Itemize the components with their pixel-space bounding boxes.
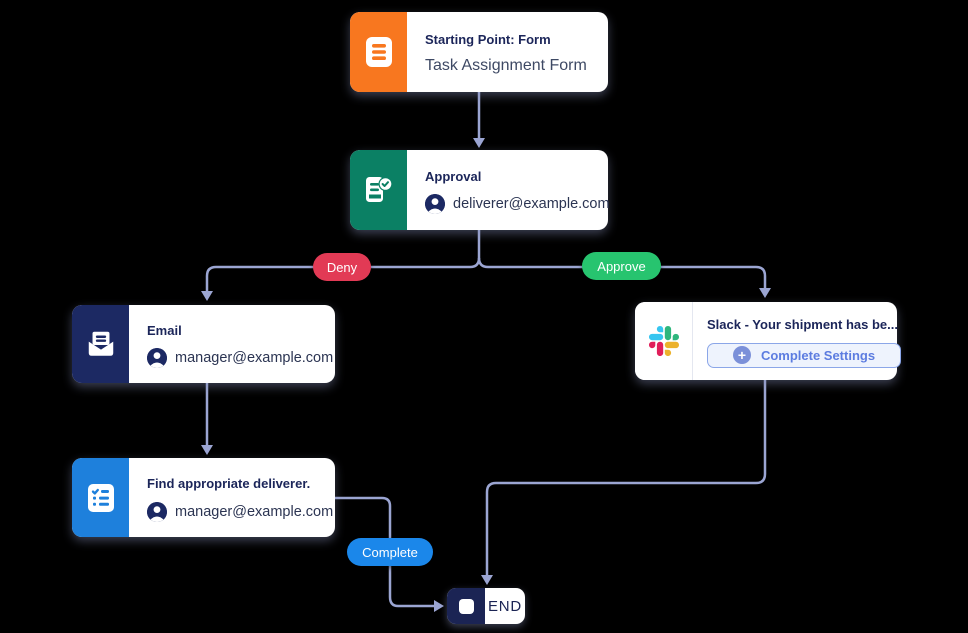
find-deliverer-assignee-email: manager@example.com	[175, 503, 334, 520]
user-avatar-icon	[147, 501, 167, 522]
slack-node-card[interactable]: Slack - Your shipment has be... + Comple…	[635, 302, 901, 380]
user-avatar-icon	[425, 194, 445, 215]
form-icon	[350, 12, 407, 92]
email-node-card[interactable]: Email manager@example.com	[72, 305, 335, 383]
complete-branch-label: Complete	[347, 538, 433, 566]
complete-settings-button[interactable]: + Complete Settings	[707, 342, 901, 368]
approval-check-icon	[350, 150, 407, 230]
stop-square-icon	[447, 588, 485, 624]
user-avatar-icon	[147, 348, 167, 369]
find-deliverer-node-title: Find appropriate deliverer.	[147, 476, 311, 492]
slack-node-title: Slack - Your shipment has be...	[707, 317, 898, 332]
approval-assignee-email: deliverer@example.com	[453, 196, 610, 213]
slack-icon	[635, 302, 693, 380]
email-node-title: Email	[147, 322, 182, 338]
email-assignee-email: manager@example.com	[175, 350, 334, 367]
find-deliverer-node-card[interactable]: Find appropriate deliverer. manager@exam…	[72, 458, 335, 537]
approve-branch-label: Approve	[582, 252, 661, 280]
deny-branch-label: Deny	[313, 253, 371, 281]
end-node[interactable]: END	[447, 588, 525, 624]
start-node-card[interactable]: Starting Point: Form Task Assignment For…	[350, 12, 608, 92]
complete-settings-label: Complete Settings	[760, 347, 876, 363]
checklist-icon	[72, 458, 129, 537]
approval-node-title: Approval	[425, 168, 482, 184]
end-node-label: END	[487, 597, 523, 615]
start-node-title: Starting Point: Form	[425, 32, 551, 48]
start-node-form-name: Task Assignment Form	[425, 56, 587, 74]
envelope-icon	[72, 305, 129, 383]
approval-node-card[interactable]: Approval deliverer@example.com	[350, 150, 610, 230]
plus-icon: +	[732, 346, 751, 365]
